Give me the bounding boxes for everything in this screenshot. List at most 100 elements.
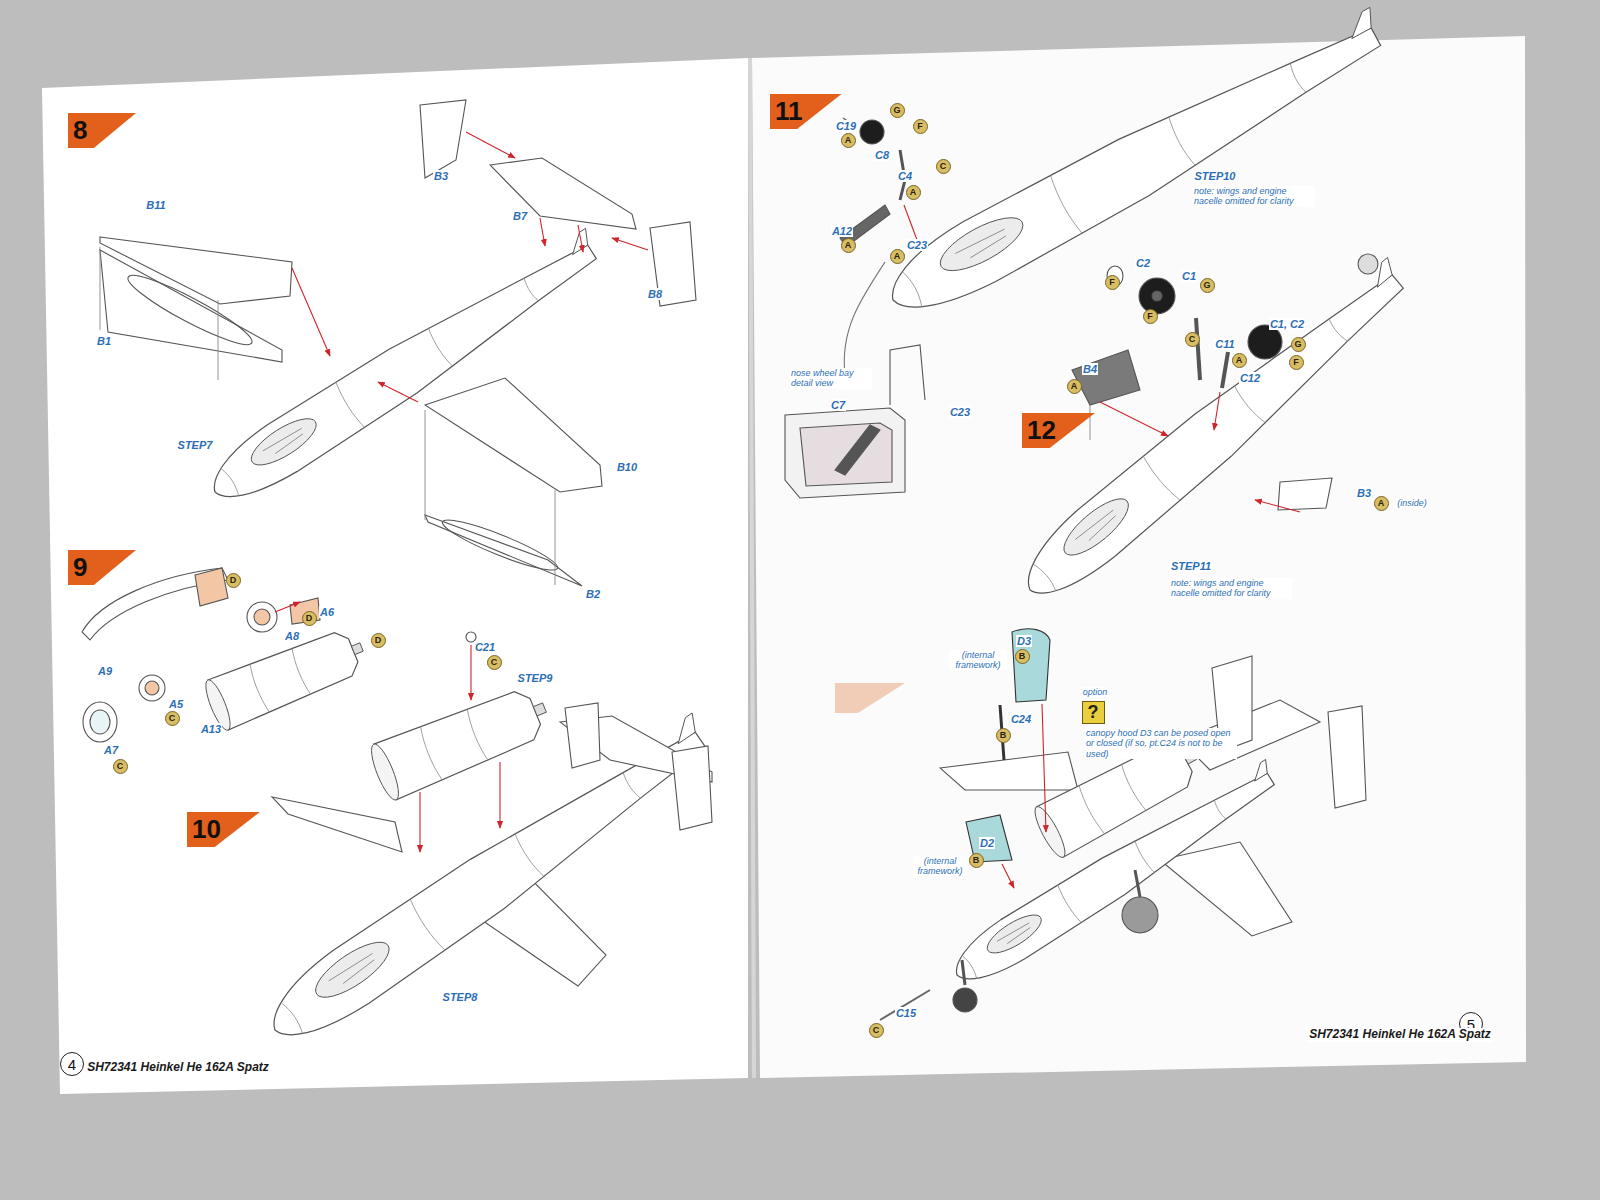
part-number: B11 [145, 199, 166, 212]
paint-callout-text: F [1147, 311, 1153, 321]
paint-callout: A [1232, 353, 1247, 368]
paint-callout: C [869, 1023, 884, 1038]
part-number: C23 [906, 239, 928, 252]
paint-callout-text: C [117, 761, 124, 771]
paint-callout: F [1289, 355, 1304, 370]
paint-callout: F [1105, 275, 1120, 290]
paint-callout-text: D [375, 635, 382, 645]
step-flag-text: 12 [1027, 415, 1056, 446]
part-number: C8 [874, 149, 890, 162]
paint-callout-text: C [491, 657, 498, 667]
part-number: C4 [897, 170, 913, 183]
paint-callout: A [1374, 496, 1389, 511]
part-number: C12 [1239, 372, 1261, 385]
flag-fill [1022, 413, 1095, 448]
paint-callout: D [226, 573, 241, 588]
paint-callout-text: G [1294, 339, 1301, 349]
flag-fill [770, 94, 842, 129]
option-icon-text: ? [1088, 702, 1099, 723]
paint-callout-text: A [910, 187, 917, 197]
step-flag-text: 10 [192, 814, 221, 845]
paint-callout-text: A [845, 135, 852, 145]
paint-callout: F [913, 119, 928, 134]
step-flag: 10 [187, 812, 260, 847]
part-number: D2 [979, 837, 995, 850]
paint-callout-text: B [973, 855, 980, 865]
paint-callout-text: B [1000, 730, 1007, 740]
part-number: C7 [830, 399, 846, 412]
part-number: C19 [835, 120, 857, 133]
paint-callout-text: A [1378, 498, 1385, 508]
paint-callout: C [936, 159, 951, 174]
note-text: (internal framework) [949, 650, 1007, 671]
paint-callout-text: A [845, 240, 852, 250]
paint-callout: A [1067, 379, 1082, 394]
paint-callout: G [890, 103, 905, 118]
part-number: STEP10 [1194, 170, 1237, 183]
footer-text: SH72341 Heinkel He 162A Spatz [1308, 1028, 1492, 1042]
note-text: note: wings and engine nacelle omitted f… [1193, 186, 1315, 207]
paint-callout-text: A [1071, 381, 1078, 391]
paint-callout: C [487, 655, 502, 670]
flag-fill [68, 113, 136, 148]
paint-callout-text: D [306, 613, 313, 623]
note-text: nose wheel bay detail view [790, 368, 872, 389]
note-text: (inside) [1396, 498, 1428, 508]
part-number: B8 [647, 288, 663, 301]
part-number: A8 [284, 630, 300, 643]
step-flag: 9 [68, 550, 136, 585]
part-number: A13 [200, 723, 222, 736]
part-number: B1 [96, 335, 112, 348]
paint-callout: G [1200, 278, 1215, 293]
paint-callout-text: C [873, 1025, 880, 1035]
part-number: STEP8 [442, 991, 479, 1004]
flag-fill [187, 812, 260, 847]
paint-callout-text: B [1019, 651, 1026, 661]
paint-callout: F [1143, 309, 1158, 324]
step-flag: 12 [1022, 413, 1095, 448]
paint-callout: D [302, 611, 317, 626]
part-number: A9 [97, 665, 113, 678]
page-number: 4 [60, 1052, 84, 1076]
paint-callout: A [841, 238, 856, 253]
page-number-text: 4 [68, 1056, 76, 1073]
part-number: A5 [168, 698, 184, 711]
part-number: B2 [585, 588, 601, 601]
part-number: C24 [1010, 713, 1032, 726]
note-text: option [1082, 687, 1109, 697]
paint-callout-text: F [1109, 277, 1115, 287]
paint-callout-text: G [893, 105, 900, 115]
paint-callout: C [1185, 332, 1200, 347]
paint-callout-text: D [230, 575, 237, 585]
part-number: STEP11 [1170, 560, 1212, 573]
paint-callout: B [996, 728, 1011, 743]
paint-callout-text: F [1293, 357, 1299, 367]
paint-callout-text: A [1236, 355, 1243, 365]
part-number: B4 [1082, 363, 1098, 376]
paint-callout-text: F [917, 121, 923, 131]
flag-fill [68, 550, 136, 585]
paint-callout-text: C [1189, 334, 1196, 344]
paint-callout: G [1291, 337, 1306, 352]
note-text: note: wings and engine nacelle omitted f… [1170, 578, 1292, 599]
footer-text: SH72341 Heinkel He 162A Spatz [86, 1061, 270, 1075]
part-number: C1, C2 [1269, 318, 1305, 331]
paint-callout: C [165, 711, 180, 726]
note-text: canopy hood D3 can be posed open or clos… [1085, 728, 1237, 759]
paint-callout: D [371, 633, 386, 648]
part-number: C11 [1214, 338, 1235, 351]
part-number: C21 [474, 641, 496, 654]
paint-callout: A [841, 133, 856, 148]
note-text: (internal framework) [913, 856, 967, 877]
step-flag: 11 [770, 94, 842, 129]
part-number: B10 [616, 461, 638, 474]
paint-callout: A [890, 249, 905, 264]
paint-callout: A [906, 185, 921, 200]
paint-callout-text: C [169, 713, 176, 723]
part-number: C1 [1181, 270, 1197, 283]
paint-callout-text: A [894, 251, 901, 261]
part-number: B3 [1356, 487, 1372, 500]
step-flag-text: 11 [775, 96, 803, 127]
part-number: C15 [895, 1007, 917, 1020]
